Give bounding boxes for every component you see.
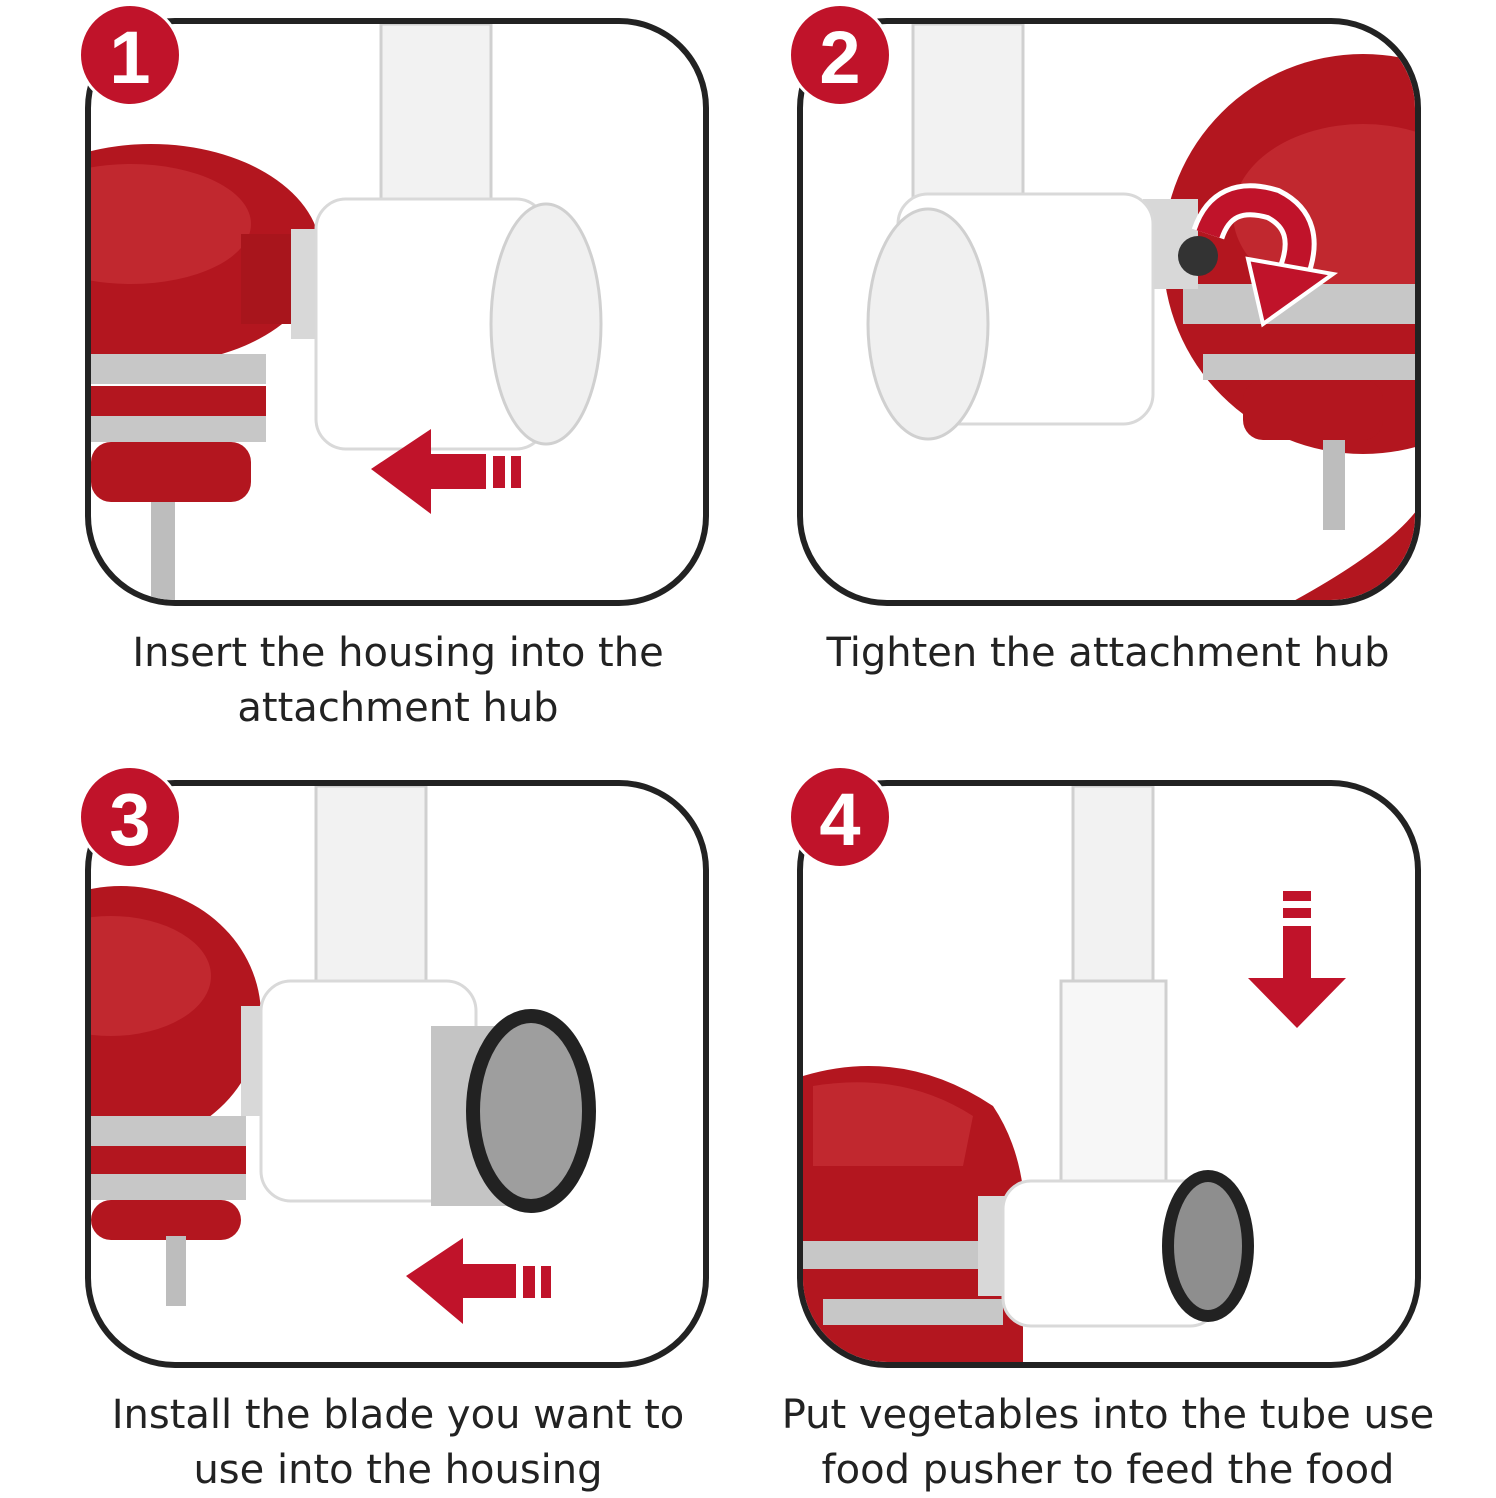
step-1-caption: Insert the housing into the attachment h… bbox=[132, 630, 664, 731]
step-4-panel bbox=[797, 780, 1421, 1368]
mixer-housing-illustration bbox=[91, 24, 603, 600]
step-2-caption: Tighten the attachment hub bbox=[826, 630, 1390, 676]
step-3-badge: 3 bbox=[78, 765, 182, 869]
install-blade-illustration bbox=[91, 786, 596, 1324]
step-2-panel bbox=[797, 18, 1421, 606]
step-1-badge: 1 bbox=[78, 3, 182, 107]
step-1-panel bbox=[85, 18, 709, 606]
step-4-caption: Put vegetables into the tube use food pu… bbox=[781, 1392, 1435, 1493]
step-3-caption: Install the blade you want to use into t… bbox=[111, 1392, 685, 1493]
food-pusher-illustration bbox=[803, 786, 1346, 1362]
step-3-panel bbox=[85, 780, 709, 1368]
step-2-badge: 2 bbox=[788, 3, 892, 107]
step-4-badge: 4 bbox=[788, 765, 892, 869]
tighten-hub-illustration bbox=[866, 24, 1415, 600]
